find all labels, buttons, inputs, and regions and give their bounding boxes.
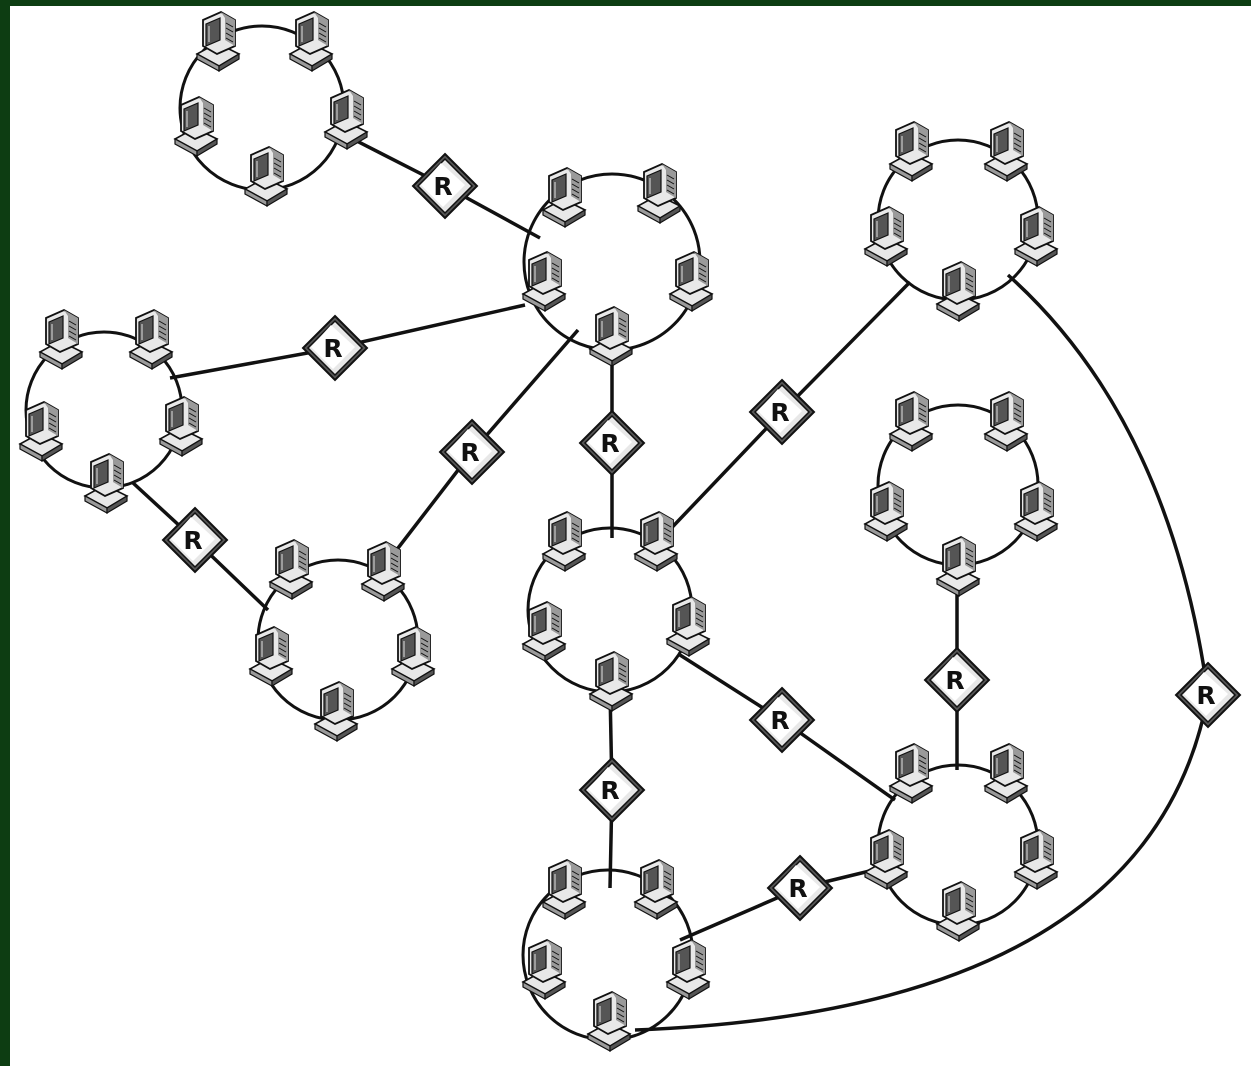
computer-icon (890, 392, 932, 451)
computer-icon (590, 307, 632, 366)
computer-icon (1015, 830, 1057, 889)
computer-icon (40, 310, 82, 369)
router-label: R (600, 429, 619, 458)
router-label: R (770, 706, 789, 735)
computer-icon (315, 682, 357, 741)
computer-icon (175, 97, 217, 156)
computer-icon (985, 744, 1027, 803)
computer-icon (270, 540, 312, 599)
network-diagram: R R R R R R R R R R R (10, 6, 1251, 1066)
computer-icon (1015, 482, 1057, 541)
computer-icon (890, 744, 932, 803)
router-node: R (768, 856, 832, 920)
computer-icon (290, 12, 332, 71)
router-label: R (323, 334, 342, 363)
computer-icon (865, 830, 907, 889)
link-line (335, 305, 525, 348)
computer-icon (543, 512, 585, 571)
router-node: R (1176, 663, 1240, 727)
router-label: R (788, 874, 807, 903)
link-line (782, 282, 910, 412)
router-label: R (183, 526, 202, 555)
computer-icon (865, 482, 907, 541)
computer-icon (588, 992, 630, 1051)
link-line (660, 412, 782, 540)
computer-icon (590, 652, 632, 711)
computer-icon (985, 392, 1027, 451)
router-node: R (303, 316, 367, 380)
computer-icon (1015, 207, 1057, 266)
router-label: R (770, 398, 789, 427)
router-node: R (925, 648, 989, 712)
computer-icon (20, 402, 62, 461)
router-label: R (945, 666, 964, 695)
router-node: R (580, 758, 644, 822)
computer-icon (523, 252, 565, 311)
computer-icon (667, 597, 709, 656)
computer-icon (890, 122, 932, 181)
computer-icon (937, 882, 979, 941)
router-node: R (580, 411, 644, 475)
computer-icon (130, 310, 172, 369)
computer-icon (325, 90, 367, 149)
computer-icon (523, 940, 565, 999)
computer-icon (197, 12, 239, 71)
router-node: R (440, 420, 504, 484)
computer-icon (362, 542, 404, 601)
computer-icon (635, 860, 677, 919)
router-node: R (413, 154, 477, 218)
computer-icon (638, 164, 680, 223)
computer-icon (245, 147, 287, 206)
computer-icon (523, 602, 565, 661)
computer-icon (667, 940, 709, 999)
computer-icon (937, 262, 979, 321)
network-diagram-canvas: R R R R R R R R R R R (10, 6, 1251, 1066)
computer-icon (635, 512, 677, 571)
computer-icon (670, 252, 712, 311)
router-label: R (433, 172, 452, 201)
computer-icon (392, 627, 434, 686)
computer-icon (543, 168, 585, 227)
router-label: R (460, 438, 479, 467)
router-label: R (600, 776, 619, 805)
computer-icon (543, 860, 585, 919)
router-label: R (1196, 681, 1215, 710)
computer-icon (160, 397, 202, 456)
computer-icon (865, 207, 907, 266)
computer-icon (85, 454, 127, 513)
computer-icon (250, 627, 292, 686)
link-line (472, 330, 578, 452)
router-node: R (750, 688, 814, 752)
computer-icon (985, 122, 1027, 181)
computer-icon (937, 537, 979, 596)
link-line (635, 695, 1208, 1030)
